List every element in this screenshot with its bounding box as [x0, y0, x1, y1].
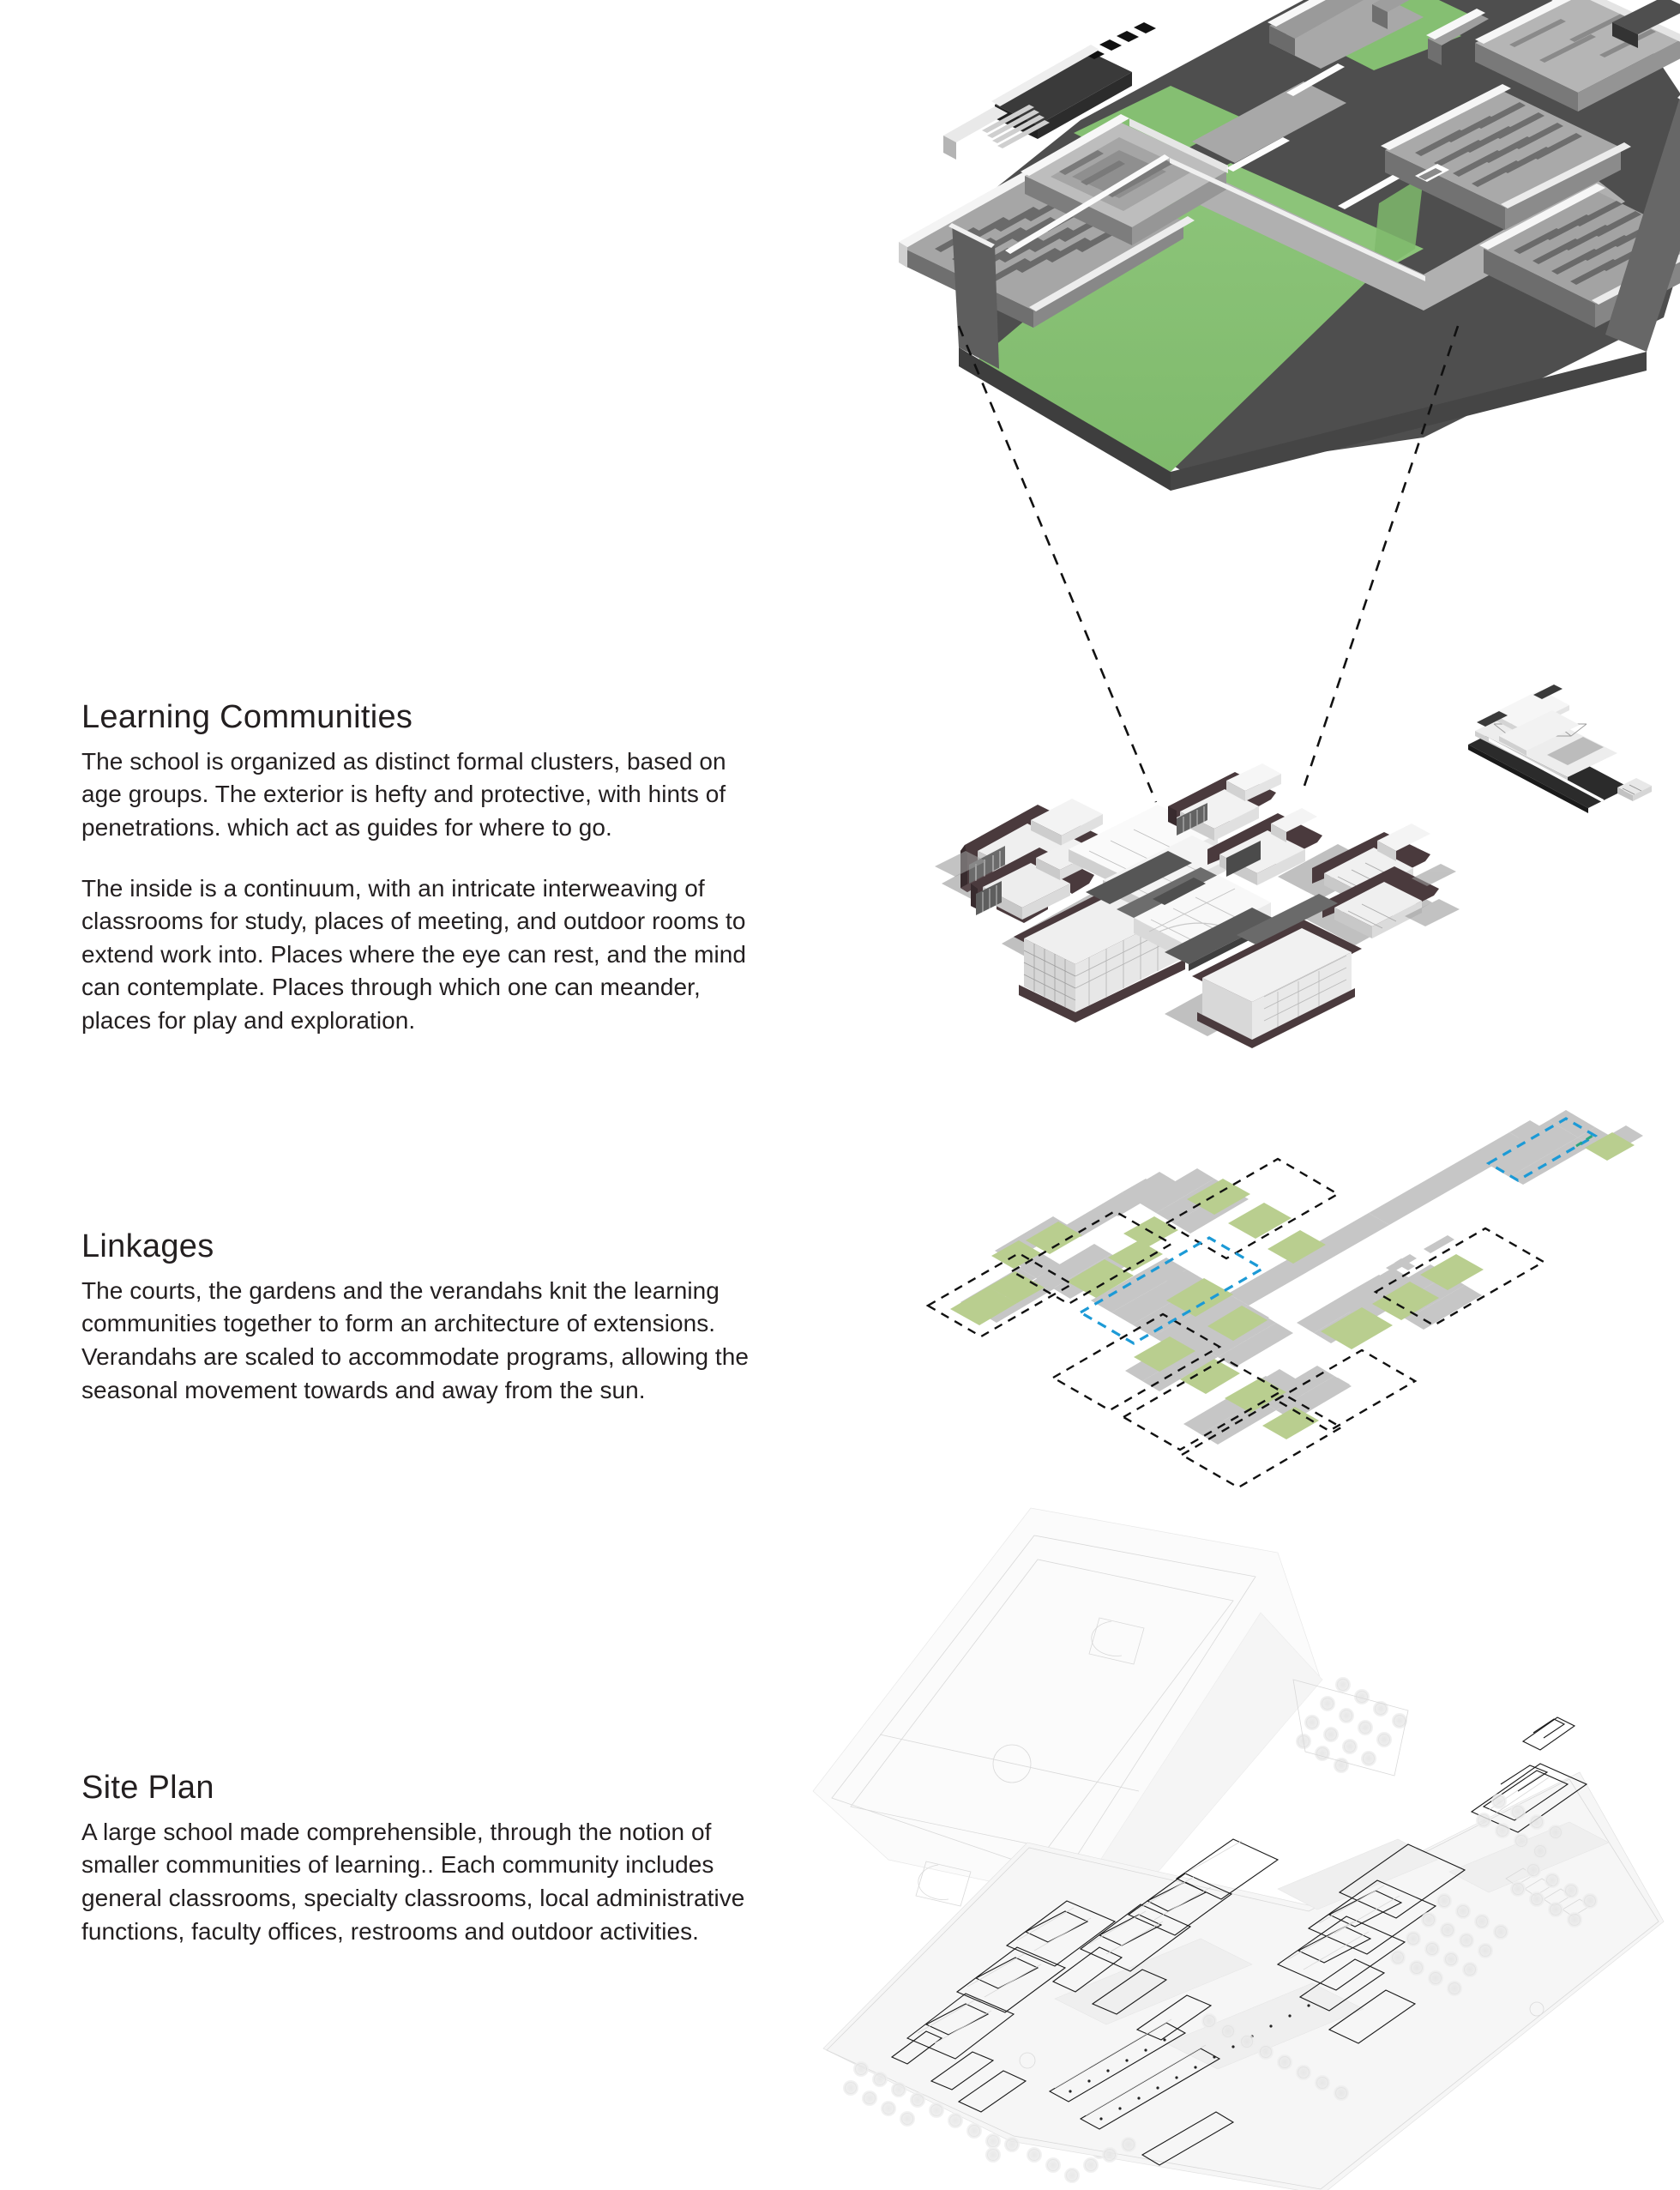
leader-lines: [943, 325, 1475, 806]
massing-axonometric: [935, 755, 1466, 1064]
leader-line-left: [957, 325, 1158, 803]
cluster-left-lower: [971, 839, 1098, 923]
leader-line-right: [1300, 325, 1460, 794]
plan-cluster-center: [1051, 1838, 1280, 2041]
highlight-detached-wing: [1485, 1117, 1599, 1182]
section-learning-communities: Learning Communities The school is organ…: [81, 699, 759, 1038]
cluster-boundary-dashed: [925, 1157, 1546, 1489]
center-spine: [1165, 894, 1338, 971]
highlight-central: [1077, 1236, 1266, 1345]
highlight-dashed-cyan: [1077, 1117, 1599, 1345]
section-site-plan: Site Plan A large school made comprehens…: [81, 1770, 759, 1948]
cluster-mid-right: [1207, 808, 1322, 885]
plan-cluster-center-detail: [1088, 1840, 1243, 1955]
floor-plan-plate: [822, 1716, 1665, 2190]
boundary-nw: [925, 1252, 1075, 1338]
section-paragraph: A large school made comprehensible, thro…: [81, 1818, 745, 1945]
linkages-plan-diagram: [909, 1110, 1680, 1501]
boundary-ss: [1179, 1393, 1344, 1489]
section-heading: Site Plan: [81, 1770, 214, 1806]
cluster-right-lower: [1322, 866, 1439, 938]
aerial-cutaway-render: [823, 0, 1680, 540]
cluster-top-center: [1168, 763, 1281, 841]
boundary-e: [1373, 1227, 1546, 1327]
section-paragraph: The inside is a continuum, with an intri…: [81, 874, 747, 1035]
plan-cluster-right: [1276, 1843, 1466, 2044]
boundary-ssw: [1121, 1357, 1284, 1451]
plan-cluster-right-detail: [1287, 1885, 1400, 1970]
detached-wing-axonometric: [1458, 685, 1672, 824]
boundary-n: [1009, 1210, 1174, 1306]
plan-south-bar: [1048, 2022, 1235, 2166]
site-plan-exploded: [798, 1507, 1680, 2190]
boundary-s: [1051, 1312, 1222, 1412]
plan-cluster-left-detail: [917, 1907, 1092, 2044]
boundary-se-low: [1274, 1348, 1418, 1433]
section-heading: Linkages: [81, 1228, 214, 1264]
sports-field-plate: [812, 1507, 1409, 2160]
section-paragraph: The school is organized as distinct form…: [81, 747, 726, 841]
section-paragraph: The courts, the gardens and the verandah…: [81, 1276, 749, 1403]
plan-block-far-right: [1470, 1716, 1588, 1833]
long-bar-east: [1192, 920, 1362, 1048]
section-linkages: Linkages The courts, the gardens and the…: [81, 1228, 759, 1407]
plan-cluster-left: [890, 1900, 1117, 2113]
section-heading: Learning Communities: [81, 699, 413, 735]
